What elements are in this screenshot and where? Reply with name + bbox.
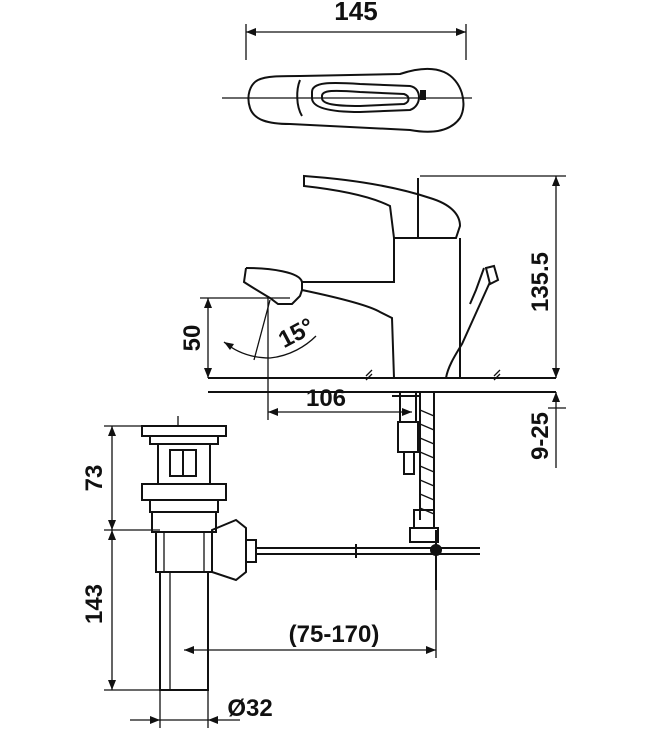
dim-143-label: 143: [81, 584, 108, 624]
hose-connector: [484, 264, 500, 286]
arrow-75170-left: [184, 646, 194, 654]
arrow-down: [552, 368, 560, 378]
arrow-up: [552, 176, 560, 186]
side-stub: [245, 539, 257, 563]
lever-handle: [303, 174, 462, 239]
angle-slant: [253, 299, 271, 361]
plug-cap: [141, 425, 227, 437]
dim-106-label: 106: [306, 385, 346, 412]
arrow-143-down: [108, 680, 116, 690]
arrow-75170-right: [426, 646, 436, 654]
dim-1355-label: 135.5: [527, 252, 554, 312]
fixing-nut: [397, 421, 419, 453]
supply-hose: [419, 392, 435, 520]
fixing-stud-bottom: [403, 451, 415, 475]
arrow-left: [246, 28, 256, 36]
spout: [242, 267, 303, 305]
deck-break-right: [493, 369, 501, 381]
dim-d32-label: Ø32: [227, 695, 272, 722]
top-view: 145: [222, 0, 472, 133]
arrow-106-right: [402, 408, 412, 416]
waste-assembly: 73 143 (75-170): [81, 416, 480, 728]
arrow-73-down: [108, 520, 116, 530]
angle-arc: [223, 335, 317, 359]
handle-top-ridge: [296, 79, 303, 117]
dim-50-label: 50: [179, 325, 206, 352]
waste-nut-upper: [141, 483, 227, 501]
hose-nut: [409, 527, 439, 543]
plug-flange: [149, 435, 219, 445]
arrow-106-left: [268, 408, 278, 416]
arrow-50-down: [204, 368, 212, 378]
faucet-body: [301, 238, 461, 379]
dim-angle-label: 15°: [274, 313, 319, 354]
hose-braid: [419, 409, 435, 515]
arrow-angle: [224, 342, 234, 350]
arrow-50-up: [204, 298, 212, 308]
tailpiece: [159, 571, 209, 691]
arrow-d32-right: [208, 716, 218, 724]
dim-145-label: 145: [334, 0, 377, 26]
arrow-143-up: [108, 530, 116, 540]
deck-break-left: [365, 369, 373, 381]
waste-nut-lower: [151, 511, 217, 533]
dim-925-label: 9-25: [527, 412, 554, 460]
side-hex: [211, 518, 247, 582]
handle-top-slot: [311, 82, 420, 114]
arrow-73-up: [108, 426, 116, 436]
arrow-925-up: [552, 392, 560, 402]
arrow-right: [456, 28, 466, 36]
side-view: 135.5 50 15° 106: [179, 174, 566, 590]
waste-washer: [149, 499, 219, 513]
hose-line-2: [469, 267, 485, 305]
hose-line: [445, 281, 491, 379]
dim-73-label: 73: [81, 465, 108, 492]
arrow-d32-left: [150, 716, 160, 724]
dim-75170-label: (75-170): [289, 621, 380, 648]
handle-top-slot-inner: [321, 89, 410, 108]
handle-top-outline: [247, 67, 465, 133]
spout-top: [245, 267, 303, 283]
handle-top-marker: [420, 90, 426, 100]
